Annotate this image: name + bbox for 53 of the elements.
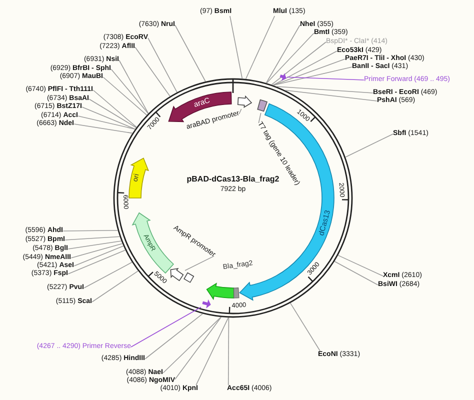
leader-line <box>272 50 338 86</box>
leader-line <box>258 112 262 124</box>
plasmid-name: pBAD-dCas13-Bla_frag2 <box>186 174 280 184</box>
leader-line <box>78 116 136 130</box>
leader-line <box>272 66 352 86</box>
leader-line <box>272 58 346 86</box>
promoter-feature <box>169 267 185 282</box>
leader-line <box>70 243 123 258</box>
leader-line <box>92 270 139 302</box>
feature-box <box>183 271 195 284</box>
leader-line <box>130 306 202 348</box>
leader-line <box>290 302 320 352</box>
primer-mark <box>201 299 212 309</box>
leader-line <box>238 108 242 114</box>
leader-line <box>338 254 384 276</box>
leader-line <box>92 90 137 128</box>
leader-line <box>345 134 394 158</box>
leader-line <box>230 16 243 80</box>
leader-line <box>144 313 203 360</box>
leader-line <box>62 230 118 232</box>
leader-line <box>102 76 148 116</box>
primer-mark <box>279 73 287 81</box>
leader-line <box>84 262 132 288</box>
origin-feature <box>128 157 150 199</box>
leader-line <box>196 317 229 386</box>
tag-feature <box>256 98 269 113</box>
leader-line <box>245 16 275 80</box>
leader-line <box>284 90 378 102</box>
leader-line <box>74 124 133 134</box>
leader-line <box>64 236 120 240</box>
leader-line <box>266 32 314 84</box>
leader-line <box>68 240 122 250</box>
leader-line <box>134 46 170 97</box>
promoter-feature <box>236 95 253 109</box>
leader-line <box>162 316 222 374</box>
leader-line <box>118 60 149 114</box>
leader-line <box>68 250 126 274</box>
leader-line <box>110 68 149 114</box>
leader-line <box>266 24 300 84</box>
leader-line <box>286 76 364 80</box>
leader-line <box>334 260 378 286</box>
leader-line <box>184 256 214 271</box>
gene-feature <box>205 258 255 301</box>
plasmid-ring <box>113 78 353 318</box>
leader-line <box>82 106 136 130</box>
leader-line <box>74 246 124 266</box>
leader-line <box>148 38 178 93</box>
leader-line <box>174 316 222 380</box>
leader-line <box>271 42 326 86</box>
leader-line <box>276 86 374 94</box>
leader-line <box>174 24 206 82</box>
leader-line <box>88 98 137 128</box>
leader-line <box>228 317 230 386</box>
